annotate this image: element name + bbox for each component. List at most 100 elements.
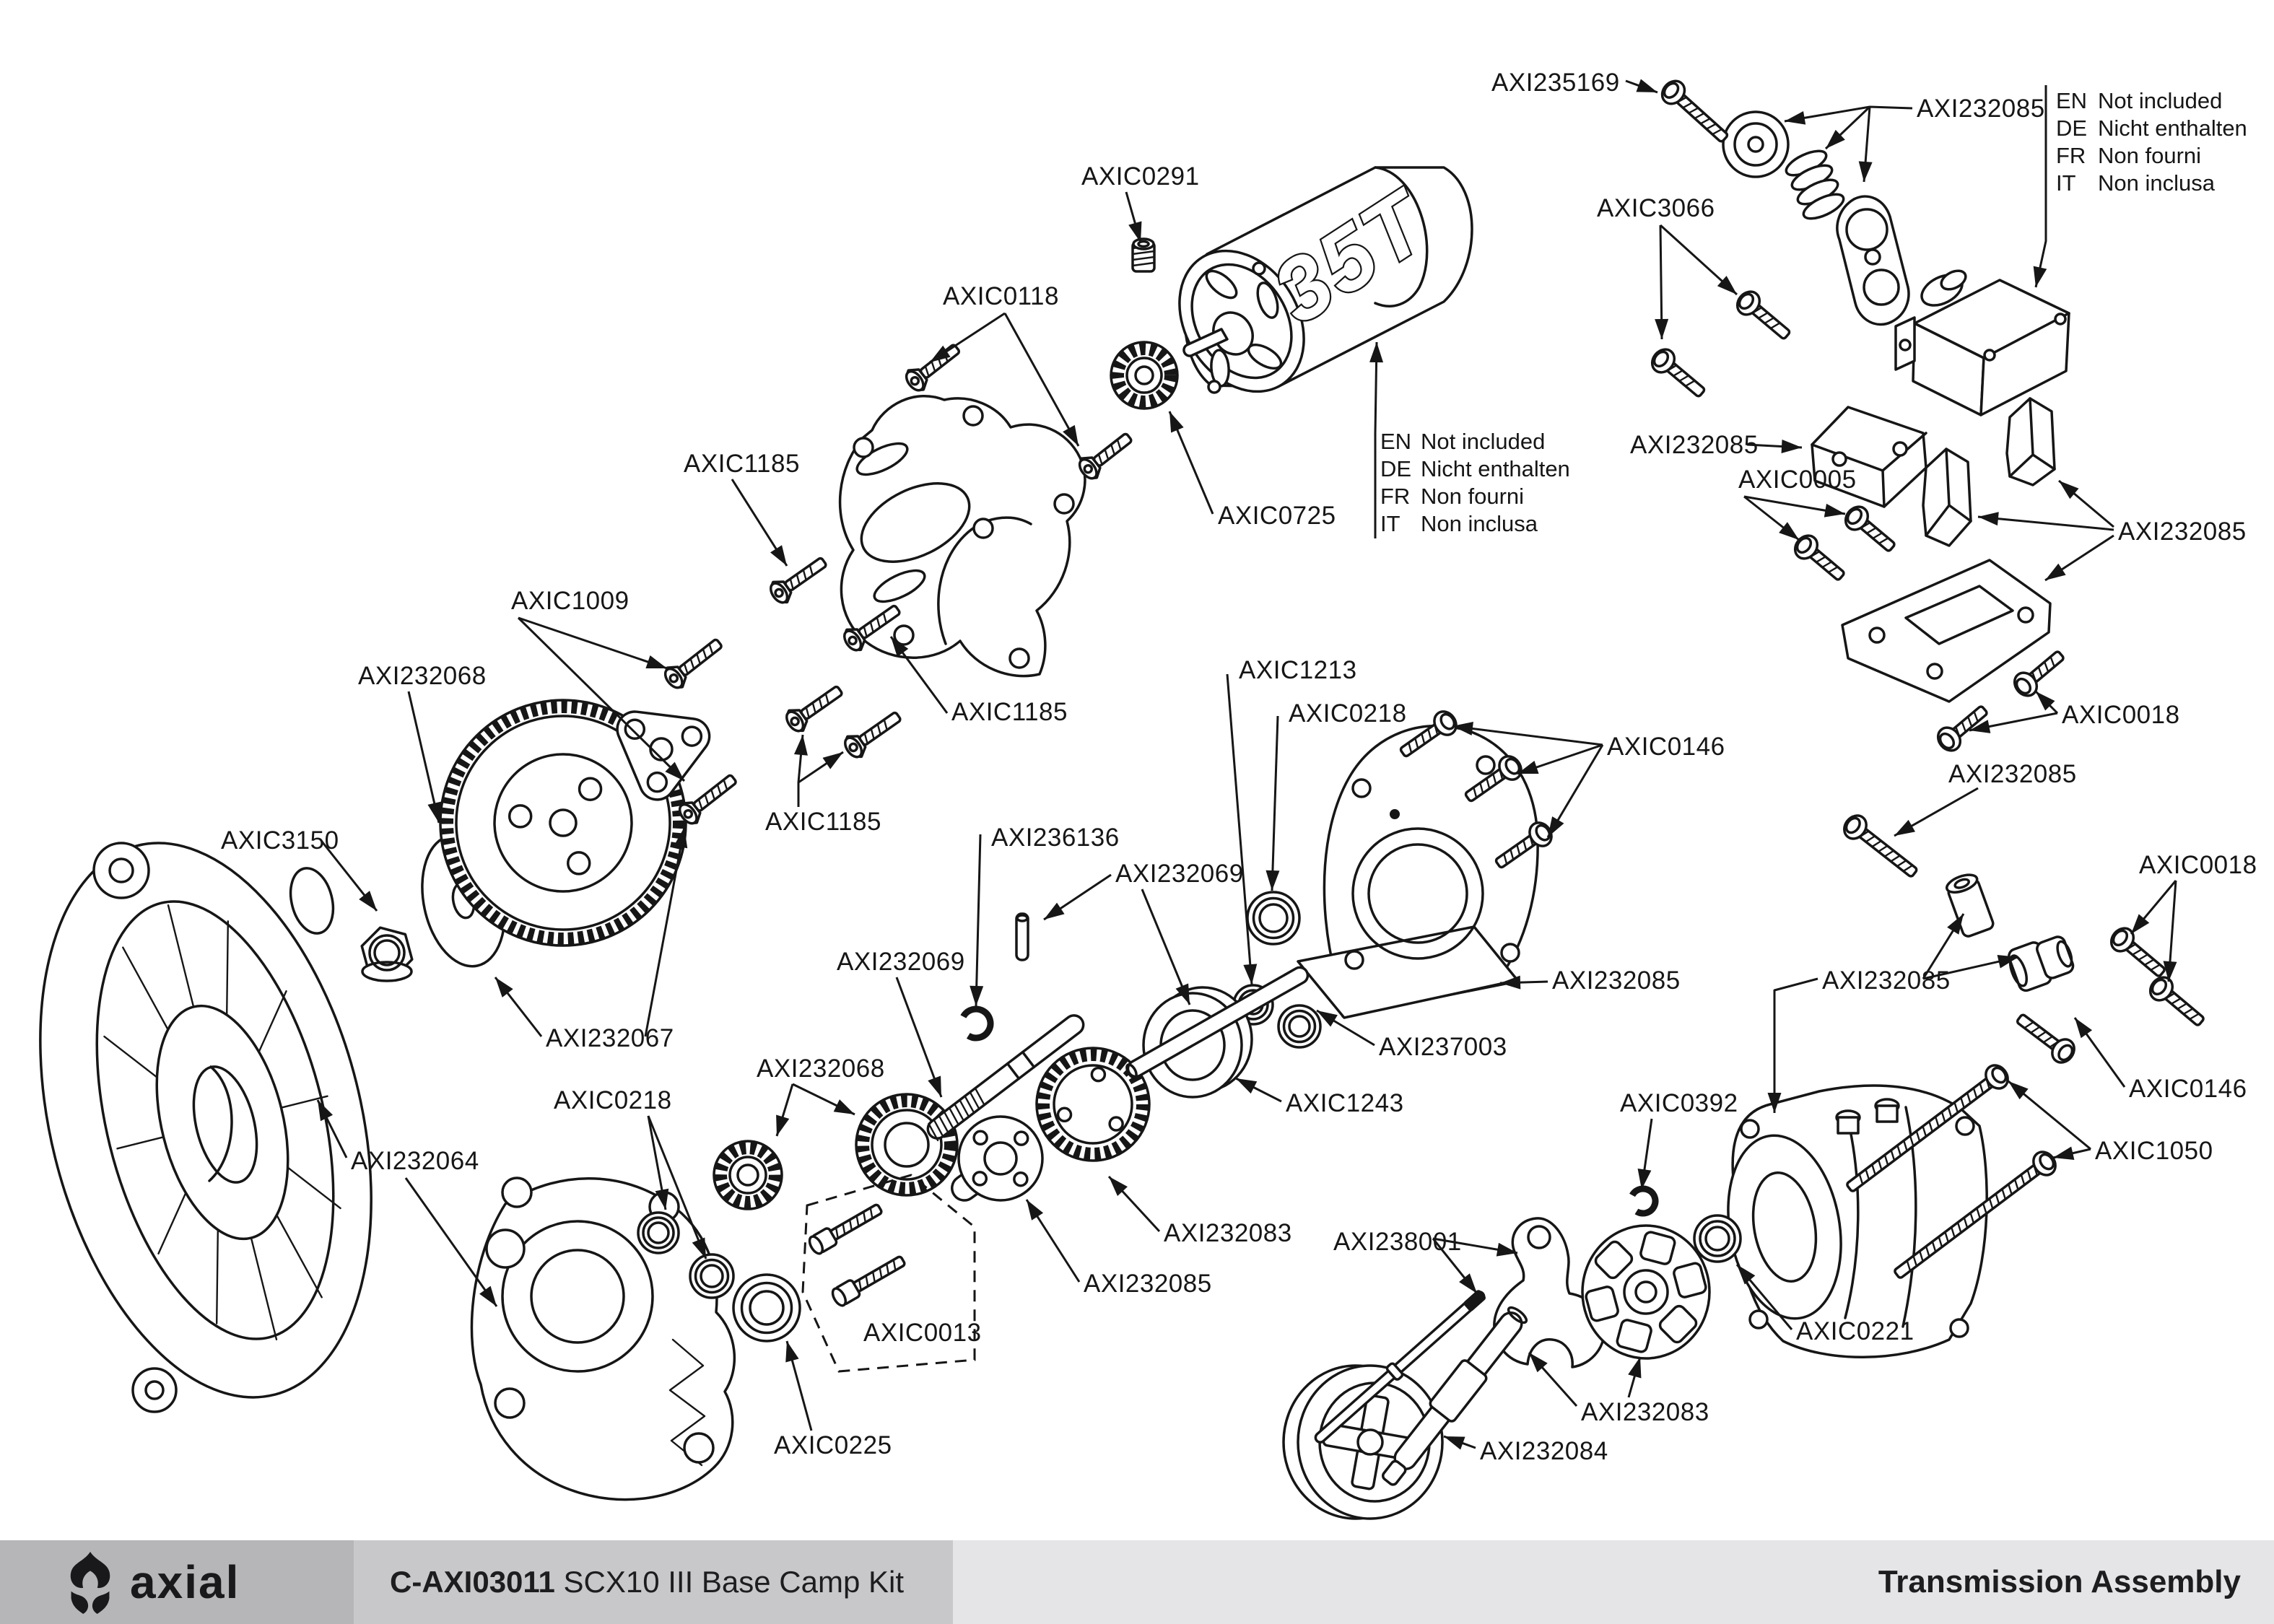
leader-arrowhead bbox=[1044, 902, 1065, 920]
part-callout: AXIC3150 bbox=[221, 826, 378, 912]
part-callout: AXIC1243 bbox=[1235, 1077, 1403, 1117]
part-callout: AXIC0392 bbox=[1620, 1089, 1738, 1190]
leader-line bbox=[647, 1115, 707, 1260]
button-screw-illustration bbox=[1464, 755, 1522, 803]
part-label: AXIC0392 bbox=[1620, 1089, 1738, 1117]
leader-arrowhead bbox=[1767, 1093, 1782, 1113]
leader-arrowhead bbox=[1637, 1168, 1652, 1189]
part-callout: AXIC0118 bbox=[929, 282, 1080, 447]
shift-fork-illustration bbox=[1493, 1217, 1606, 1368]
flat-screw-illustration bbox=[785, 685, 843, 733]
leader-arrowhead bbox=[776, 1114, 790, 1136]
stub-shaft-illustration bbox=[1381, 1306, 1528, 1486]
part-callout: AXI232085 bbox=[1767, 913, 2019, 1113]
spur-gear-illustration bbox=[439, 699, 687, 947]
cover-rib bbox=[103, 1035, 158, 1078]
cover-rib bbox=[258, 990, 287, 1053]
button-screw-illustration bbox=[2013, 650, 2065, 697]
not-included-text: Non fourni bbox=[2098, 143, 2201, 168]
part-callout: AXIC0018 bbox=[2130, 851, 2257, 982]
cover-rib bbox=[276, 1214, 323, 1298]
part-label: AXI232068 bbox=[757, 1055, 885, 1083]
flat-screw-illustration bbox=[844, 711, 902, 759]
leader-arrowhead bbox=[1655, 318, 1669, 339]
flat-screw-illustration bbox=[1078, 432, 1133, 480]
leader-line bbox=[407, 691, 440, 824]
locknut-illustration bbox=[360, 926, 414, 982]
leader-line bbox=[644, 826, 686, 1037]
not-included-text: Not included bbox=[1421, 429, 1545, 454]
button-screw-illustration bbox=[1399, 710, 1458, 758]
cover-rib bbox=[225, 920, 230, 1016]
leader-arrowhead bbox=[1265, 870, 1280, 891]
part-label: AXIC1185 bbox=[765, 808, 881, 836]
cap-screw-illustration bbox=[831, 1255, 906, 1307]
not-included-text: Non fourni bbox=[1421, 484, 1524, 509]
part-label: AXI232085 bbox=[2118, 518, 2247, 546]
flat-screw-illustration bbox=[905, 344, 961, 392]
servo-saver-spring-illustration bbox=[1785, 149, 1845, 220]
leader-arrowhead bbox=[1317, 1010, 1338, 1027]
shift-shaft-illustration bbox=[1314, 1290, 1486, 1444]
leader-arrowhead bbox=[1496, 1242, 1517, 1257]
leader-arrowhead bbox=[970, 985, 984, 1006]
leader-line bbox=[895, 977, 943, 1098]
part-callout: AXI232085 bbox=[1894, 760, 2076, 837]
footer-bar: axial C-AXI03011 SCX10 III Base Camp Kit… bbox=[0, 1540, 2274, 1624]
bearing-illustration bbox=[1693, 1214, 1742, 1263]
leader-line bbox=[1003, 313, 1080, 447]
part-callout: AXIC0221 bbox=[1735, 1264, 1914, 1345]
part-label: AXI232085 bbox=[1917, 95, 2045, 123]
leader-line bbox=[1452, 725, 1603, 746]
diff-cover-illustration bbox=[39, 842, 373, 1413]
leader-line bbox=[1226, 673, 1253, 985]
spur-hub-illustration bbox=[616, 710, 711, 801]
leader-arrowhead bbox=[2131, 914, 2150, 934]
part-callout: AXIC0218 bbox=[554, 1086, 707, 1260]
part-label: AXIC3066 bbox=[1597, 194, 1715, 222]
leader-arrowhead bbox=[1529, 1353, 1548, 1373]
leader-arrowhead bbox=[2075, 1018, 2093, 1039]
leader-arrowhead bbox=[794, 735, 808, 756]
part-callout: AXI232085 bbox=[1977, 479, 2247, 582]
leader-arrowhead bbox=[1737, 1265, 1756, 1285]
part-callout: AXI237003 bbox=[1316, 1009, 1507, 1061]
part-label: AXIC1185 bbox=[684, 450, 800, 478]
leader-line bbox=[404, 1177, 498, 1307]
part-label: AXIC0225 bbox=[774, 1431, 892, 1459]
axial-wordmark: axial bbox=[130, 1556, 240, 1608]
leader-arrowhead bbox=[1517, 761, 1539, 774]
axial-logo: axial bbox=[0, 1540, 354, 1624]
kit-name: SCX10 III Base Camp Kit bbox=[554, 1565, 905, 1599]
leader-arrowhead bbox=[1785, 110, 1806, 125]
bearing-illustration bbox=[637, 1211, 680, 1254]
cap-screw-illustration bbox=[808, 1203, 883, 1255]
leader-arrowhead bbox=[1628, 1357, 1642, 1379]
leader-arrowhead bbox=[1500, 975, 1521, 990]
leader-arrowhead bbox=[318, 1100, 334, 1122]
leader-arrowhead bbox=[785, 1341, 799, 1363]
leader-line bbox=[1977, 515, 2114, 531]
part-label: AXIC3150 bbox=[221, 826, 339, 855]
part-callout: AXI232085 bbox=[1630, 431, 1803, 459]
part-label: AXI232067 bbox=[546, 1024, 674, 1052]
leader-arrowhead bbox=[1175, 983, 1190, 1005]
leader-arrowhead bbox=[2008, 1081, 2029, 1100]
kit-title: C-AXI03011 SCX10 III Base Camp Kit bbox=[354, 1540, 953, 1624]
leader-line bbox=[1141, 889, 1191, 1005]
leader-line bbox=[975, 834, 982, 1007]
leader-arrowhead bbox=[359, 891, 377, 911]
part-callout: AXI232083 bbox=[1528, 1352, 1709, 1426]
button-screw-illustration bbox=[1494, 821, 1553, 869]
button-screw-illustration bbox=[1660, 79, 1729, 143]
part-label: AXIC0221 bbox=[1796, 1317, 1914, 1345]
part-callout: AXI232068 bbox=[358, 662, 486, 824]
flat-screw-illustration bbox=[843, 604, 901, 652]
gear-illustration bbox=[855, 1093, 959, 1197]
servo-mount-bar-illustration bbox=[1811, 406, 1927, 508]
leader-arrowhead bbox=[665, 761, 684, 781]
language-code: FR bbox=[2056, 143, 2086, 168]
part-callout: AXI232085 bbox=[1025, 1199, 1211, 1298]
leader-arrowhead bbox=[1548, 816, 1564, 837]
